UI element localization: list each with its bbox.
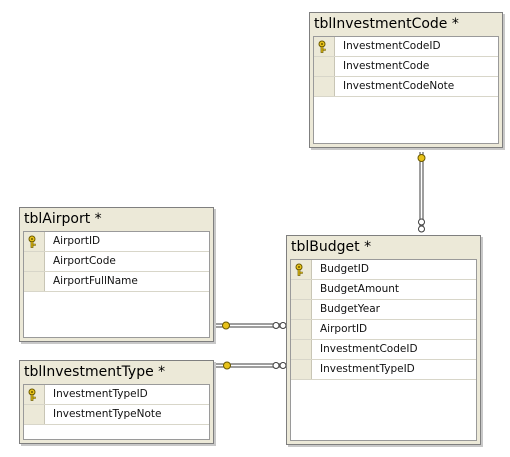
column-row[interactable]: BudgetYear [291, 300, 476, 320]
column-row[interactable]: InvestmentCodeID [291, 340, 476, 360]
row-selector[interactable] [291, 320, 312, 339]
column-name: AirportID [320, 323, 368, 335]
column-name: InvestmentCodeID [343, 40, 441, 52]
column-row[interactable]: AirportCode [24, 252, 209, 272]
column-row[interactable]: InvestmentCodeNote [314, 77, 498, 97]
table-title: tblAirport * [24, 211, 102, 227]
column-name: InvestmentCodeID [320, 343, 418, 355]
column-grid: InvestmentTypeID InvestmentTypeNote [23, 384, 210, 440]
relationship-investmenttype-budget[interactable] [216, 361, 287, 370]
row-selector[interactable] [314, 37, 335, 56]
column-row[interactable]: BudgetID [291, 260, 476, 280]
row-selector[interactable] [291, 340, 312, 359]
column-row[interactable]: AirportID [24, 232, 209, 252]
column-name: InvestmentCode [343, 60, 430, 72]
table-title: tblBudget * [291, 239, 372, 255]
column-name: AirportFullName [53, 275, 138, 287]
column-name: BudgetID [320, 263, 369, 275]
row-selector[interactable] [291, 280, 312, 299]
relationship-investmentcode-budget[interactable] [417, 152, 426, 233]
table-title: tblInvestmentCode * [314, 16, 459, 32]
column-name: BudgetAmount [320, 283, 400, 295]
row-selector[interactable] [314, 77, 335, 96]
row-selector[interactable] [24, 385, 45, 404]
column-name: AirportCode [53, 255, 116, 267]
many-end-infinity-icon [418, 218, 425, 226]
primary-key-icon [318, 40, 330, 60]
column-name: InvestmentTypeNote [53, 408, 162, 420]
column-row[interactable]: InvestmentCodeID [314, 37, 498, 57]
column-row[interactable]: AirportFullName [24, 272, 209, 292]
many-end-infinity-icon [272, 362, 280, 369]
column-name: InvestmentTypeID [320, 363, 415, 375]
relationship-airport-budget[interactable] [216, 321, 287, 330]
column-row[interactable]: AirportID [291, 320, 476, 340]
primary-key-icon [28, 235, 40, 255]
column-name: BudgetYear [320, 303, 380, 315]
primary-key-icon [28, 388, 40, 408]
row-selector[interactable] [291, 300, 312, 319]
primary-key-icon [295, 263, 307, 283]
column-row[interactable]: InvestmentCode [314, 57, 498, 77]
one-end-key-icon [417, 154, 426, 162]
one-end-key-icon [223, 361, 231, 370]
column-row[interactable]: InvestmentTypeNote [24, 405, 209, 425]
row-selector[interactable] [314, 57, 335, 76]
row-selector[interactable] [291, 360, 312, 379]
row-selector[interactable] [24, 272, 45, 291]
column-name: AirportID [53, 235, 101, 247]
many-end-infinity-icon [272, 322, 280, 329]
column-row[interactable]: BudgetAmount [291, 280, 476, 300]
row-selector[interactable] [291, 260, 312, 279]
column-row[interactable]: InvestmentTypeID [24, 385, 209, 405]
column-name: InvestmentTypeID [53, 388, 148, 400]
column-name: InvestmentCodeNote [343, 80, 455, 92]
one-end-key-icon [222, 321, 230, 330]
table-title: tblInvestmentType * [24, 364, 166, 380]
row-selector[interactable] [24, 252, 45, 271]
row-selector[interactable] [24, 232, 45, 251]
row-selector[interactable] [24, 405, 45, 424]
column-row[interactable]: InvestmentTypeID [291, 360, 476, 380]
